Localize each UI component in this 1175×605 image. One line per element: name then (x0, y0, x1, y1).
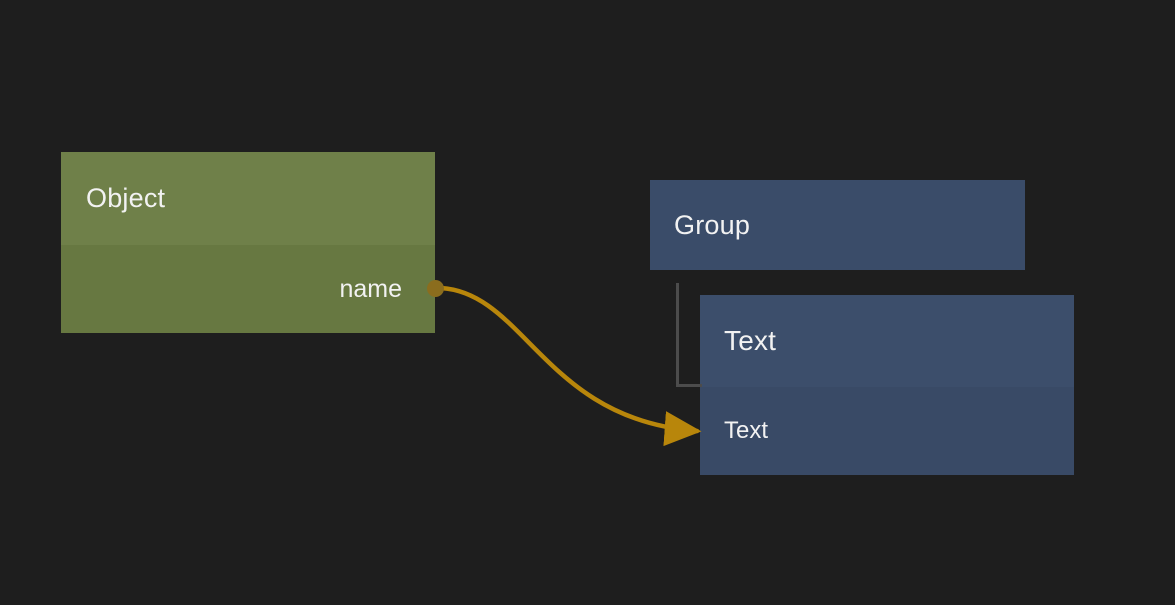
node-text-header[interactable]: Text (700, 295, 1074, 387)
node-group-title: Group (674, 209, 751, 240)
node-text[interactable]: Text Text (700, 295, 1074, 475)
node-object-title: Object (86, 183, 166, 213)
port-name-output-dot[interactable] (427, 280, 444, 297)
node-text-subtitle: Text (724, 417, 769, 444)
node-group-header[interactable]: Group (650, 180, 1025, 270)
node-object-port-row-name[interactable]: name (61, 245, 435, 333)
group-containment-bracket (676, 283, 702, 387)
port-name-label: name (339, 274, 402, 303)
node-object-header[interactable]: Object (61, 152, 435, 245)
edge-name-to-text[interactable] (438, 285, 702, 447)
node-text-body[interactable]: Text (700, 387, 1074, 475)
node-text-title: Text (724, 325, 777, 356)
node-group[interactable]: Group (650, 180, 1025, 270)
node-object[interactable]: Object name (61, 152, 435, 333)
